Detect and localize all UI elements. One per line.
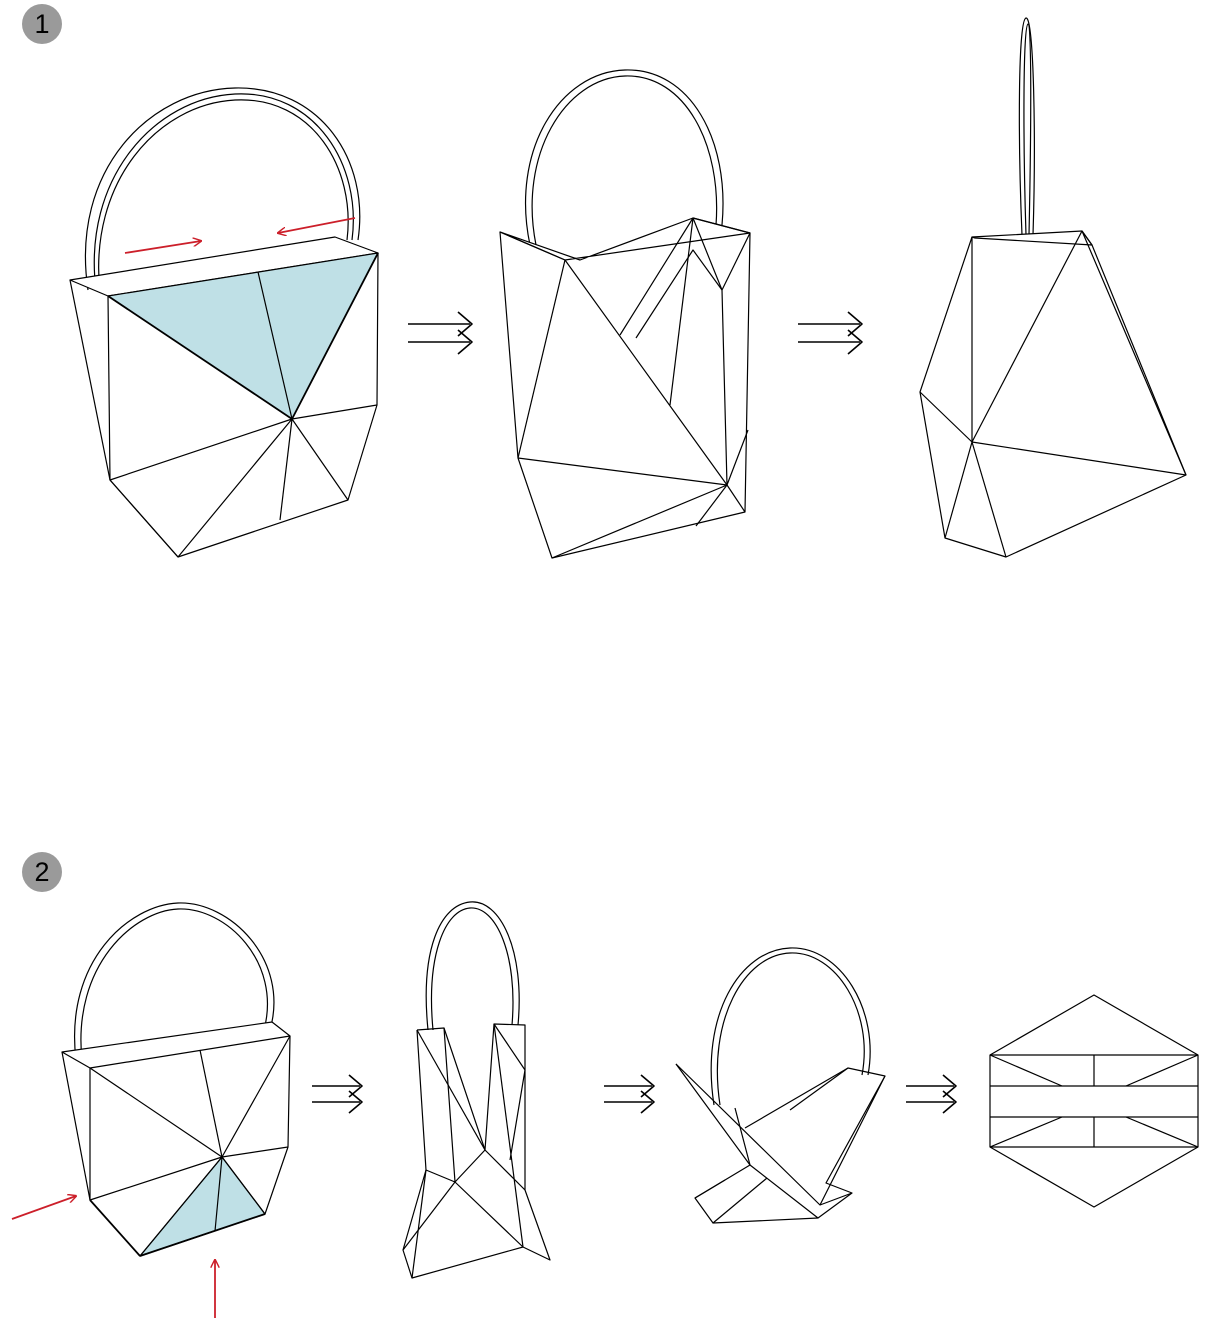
double-right-arrow-icon (798, 312, 862, 354)
bag-handle (426, 902, 519, 1030)
double-right-arrow-icon (408, 312, 472, 354)
step-2-bag-initial (62, 903, 290, 1256)
folded-flap-shaded (140, 1157, 265, 1256)
bag-handle (711, 948, 870, 1105)
red-arrow-icon (12, 1196, 76, 1219)
step-1-bag-middle (500, 70, 750, 558)
bag-handle (1019, 18, 1034, 235)
step-2-bag-third (676, 948, 885, 1223)
step-2-bag-second (403, 902, 550, 1278)
step-2-flattened-shape (990, 995, 1198, 1207)
double-right-arrow-icon (312, 1075, 362, 1113)
red-arrow-icon (278, 218, 355, 233)
red-arrow-icon (125, 241, 201, 253)
double-right-arrow-icon (604, 1075, 654, 1113)
double-right-arrow-icon (906, 1075, 956, 1113)
step-1-bag-final (920, 18, 1186, 557)
step-1-bag-initial (70, 88, 378, 557)
